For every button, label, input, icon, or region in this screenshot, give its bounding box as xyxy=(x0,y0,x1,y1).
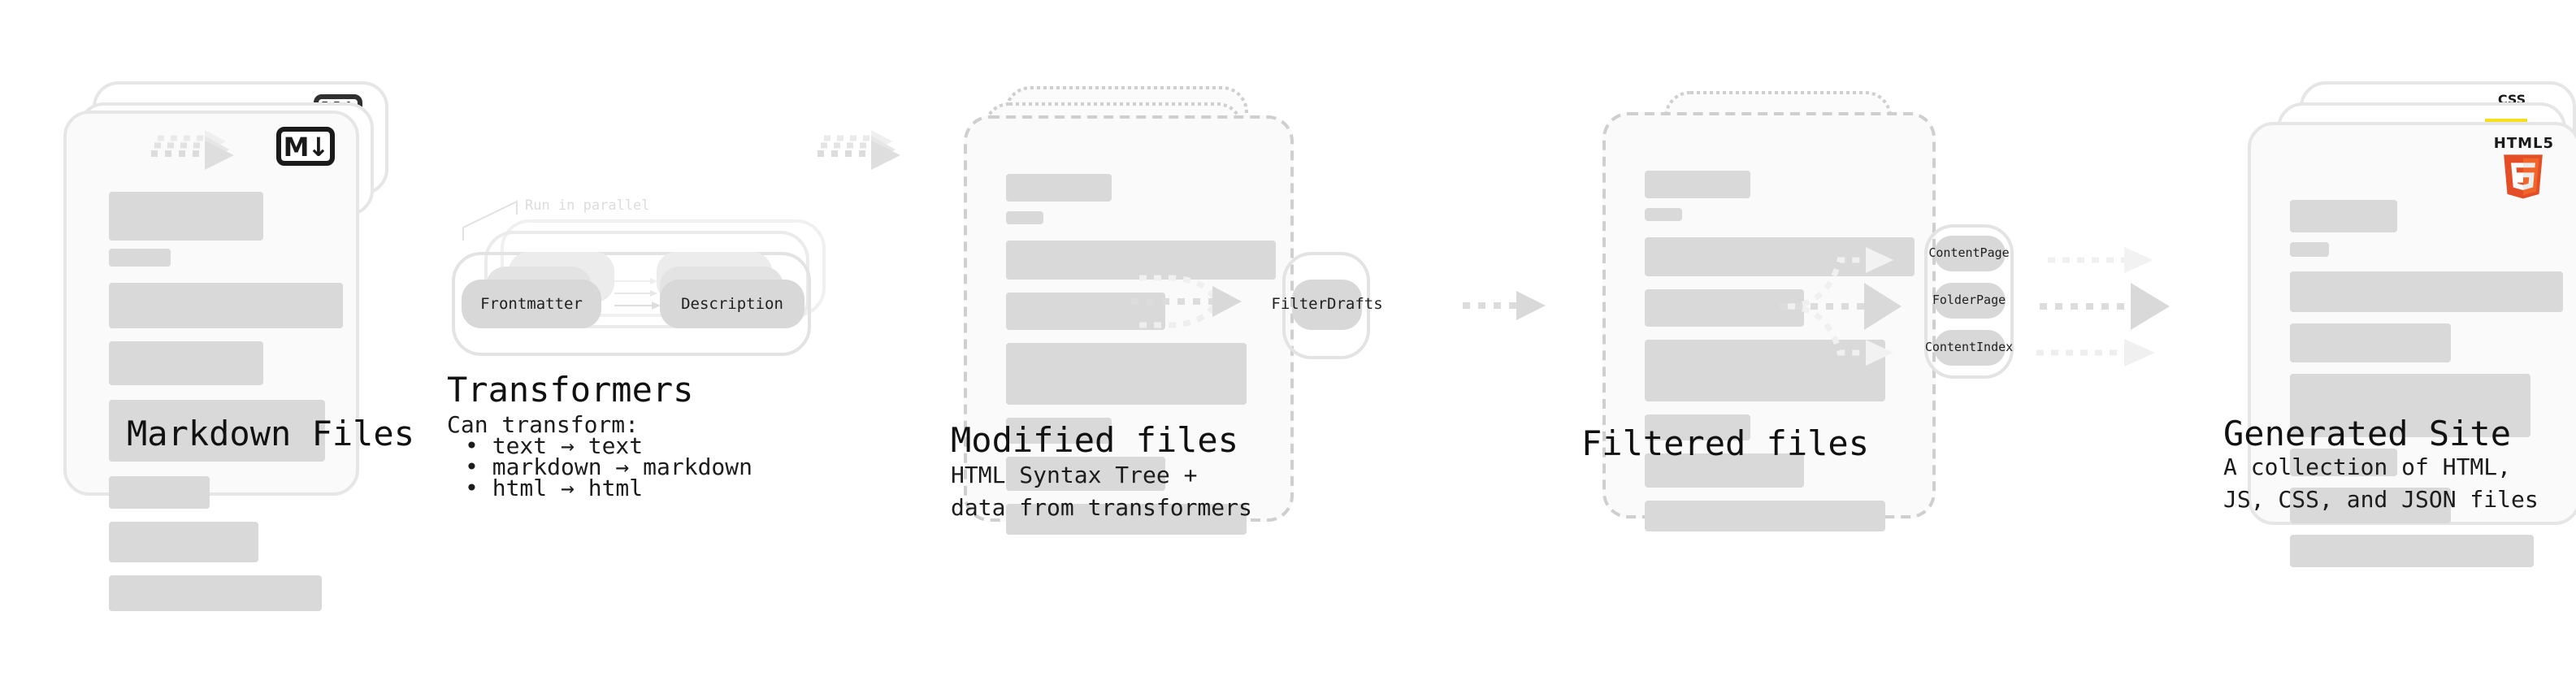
skeleton-bar xyxy=(1645,171,1750,198)
skeleton-bar xyxy=(2289,323,2450,362)
skeleton-bar xyxy=(109,522,258,562)
skeleton-bar xyxy=(109,283,343,328)
transformers-bullet-2: • html → html xyxy=(465,476,644,502)
transformers-bullet-0: • text → text xyxy=(465,434,644,460)
transformer-chip-frontmatter[interactable]: Frontmatter xyxy=(462,280,601,328)
modified-files-subtitle: HTML Syntax Tree + data from transformer… xyxy=(951,463,1252,523)
skeleton-bar xyxy=(1645,289,1804,327)
run-in-parallel-label: Run in parallel xyxy=(525,197,650,214)
transformers-bullet-1: • markdown → markdown xyxy=(465,455,753,481)
skeleton-bar xyxy=(1645,340,1885,401)
connector-transformers-to-modified xyxy=(817,129,900,169)
emitters-chip-folderpage[interactable]: FolderPage xyxy=(1932,282,2006,319)
modified-skeleton-body xyxy=(966,118,1290,534)
skeleton-bar xyxy=(1645,453,1804,488)
markdown-files-card-stack: M↓ M↓ M↓ xyxy=(63,81,388,611)
transformer-inner-arrows xyxy=(614,278,660,310)
skeleton-bar xyxy=(2289,449,2396,476)
emitters-chip-contentindex[interactable]: ContentIndex xyxy=(1925,329,2013,366)
transformers-title: Transformers xyxy=(447,371,694,410)
skeleton-bar xyxy=(1005,417,1111,443)
filters-chip-filterdrafts[interactable]: FilterDrafts xyxy=(1271,279,1383,329)
markdown-badge-front: M↓ xyxy=(276,127,335,166)
skeleton-bar xyxy=(1005,456,1164,490)
skeleton-bar xyxy=(2289,374,2530,437)
skeleton-bar xyxy=(1005,173,1111,201)
skeleton-bar xyxy=(1645,414,1750,440)
emitters-group-box xyxy=(1924,224,2014,379)
filters-group-box xyxy=(1282,252,1370,358)
skeleton-bar xyxy=(1005,240,1275,279)
transformers-group-front xyxy=(452,252,811,356)
markdown-skeleton-body xyxy=(67,114,356,611)
modified-card-front xyxy=(963,115,1293,534)
modified-files-title: Modified files xyxy=(951,421,1239,460)
skeleton-bar xyxy=(109,192,263,241)
filtered-skeleton-body xyxy=(1606,115,1932,531)
filtered-files-title: Filtered files xyxy=(1581,424,1870,463)
connector-modified-to-filters xyxy=(1131,275,1242,328)
skeleton-bar xyxy=(109,400,325,462)
emitters-chip-contentpage[interactable]: ContentPage xyxy=(1928,235,2010,271)
transformer-chip-description[interactable]: Description xyxy=(660,280,804,328)
markdown-card-front: M↓ xyxy=(63,111,359,611)
skeleton-bar xyxy=(109,341,263,385)
html5-icon: HTML5 xyxy=(2493,137,2554,206)
connector-filters-to-filtered xyxy=(1463,290,1546,319)
skeleton-bar xyxy=(2289,200,2396,232)
skeleton-bar xyxy=(2289,535,2533,567)
generated-site-title: Generated Site xyxy=(2223,414,2512,453)
generated-site-subtitle: A collection of HTML, JS, CSS, and JSON … xyxy=(2223,455,2539,514)
skeleton-bar xyxy=(2289,242,2328,257)
run-in-parallel-brace xyxy=(462,200,517,241)
transformers-subtitle: Can transform: xyxy=(447,413,640,439)
skeleton-bar xyxy=(1645,501,1885,531)
site-card-front-html: HTML5 xyxy=(2247,122,2576,567)
html5-badge-label: HTML5 xyxy=(2493,137,2554,153)
skeleton-bar xyxy=(2289,488,2450,523)
skeleton-bar xyxy=(109,575,322,611)
markdown-files-title: Markdown Files xyxy=(127,414,415,453)
skeleton-bar xyxy=(2289,271,2562,312)
connector-markdown-to-transformers xyxy=(150,129,233,169)
connector-emitters-to-site xyxy=(2036,247,2170,367)
skeleton-bar xyxy=(1005,210,1043,223)
skeleton-bar xyxy=(1005,342,1246,404)
skeleton-bar xyxy=(109,476,210,509)
skeleton-bar xyxy=(109,249,171,267)
skeleton-bar xyxy=(1005,503,1246,534)
site-skeleton-body xyxy=(2250,125,2576,567)
html5-shield xyxy=(2504,154,2543,199)
connector-filtered-to-emitters xyxy=(1780,247,1902,366)
skeleton-bar xyxy=(1005,292,1164,329)
skeleton-bar xyxy=(1645,208,1682,221)
